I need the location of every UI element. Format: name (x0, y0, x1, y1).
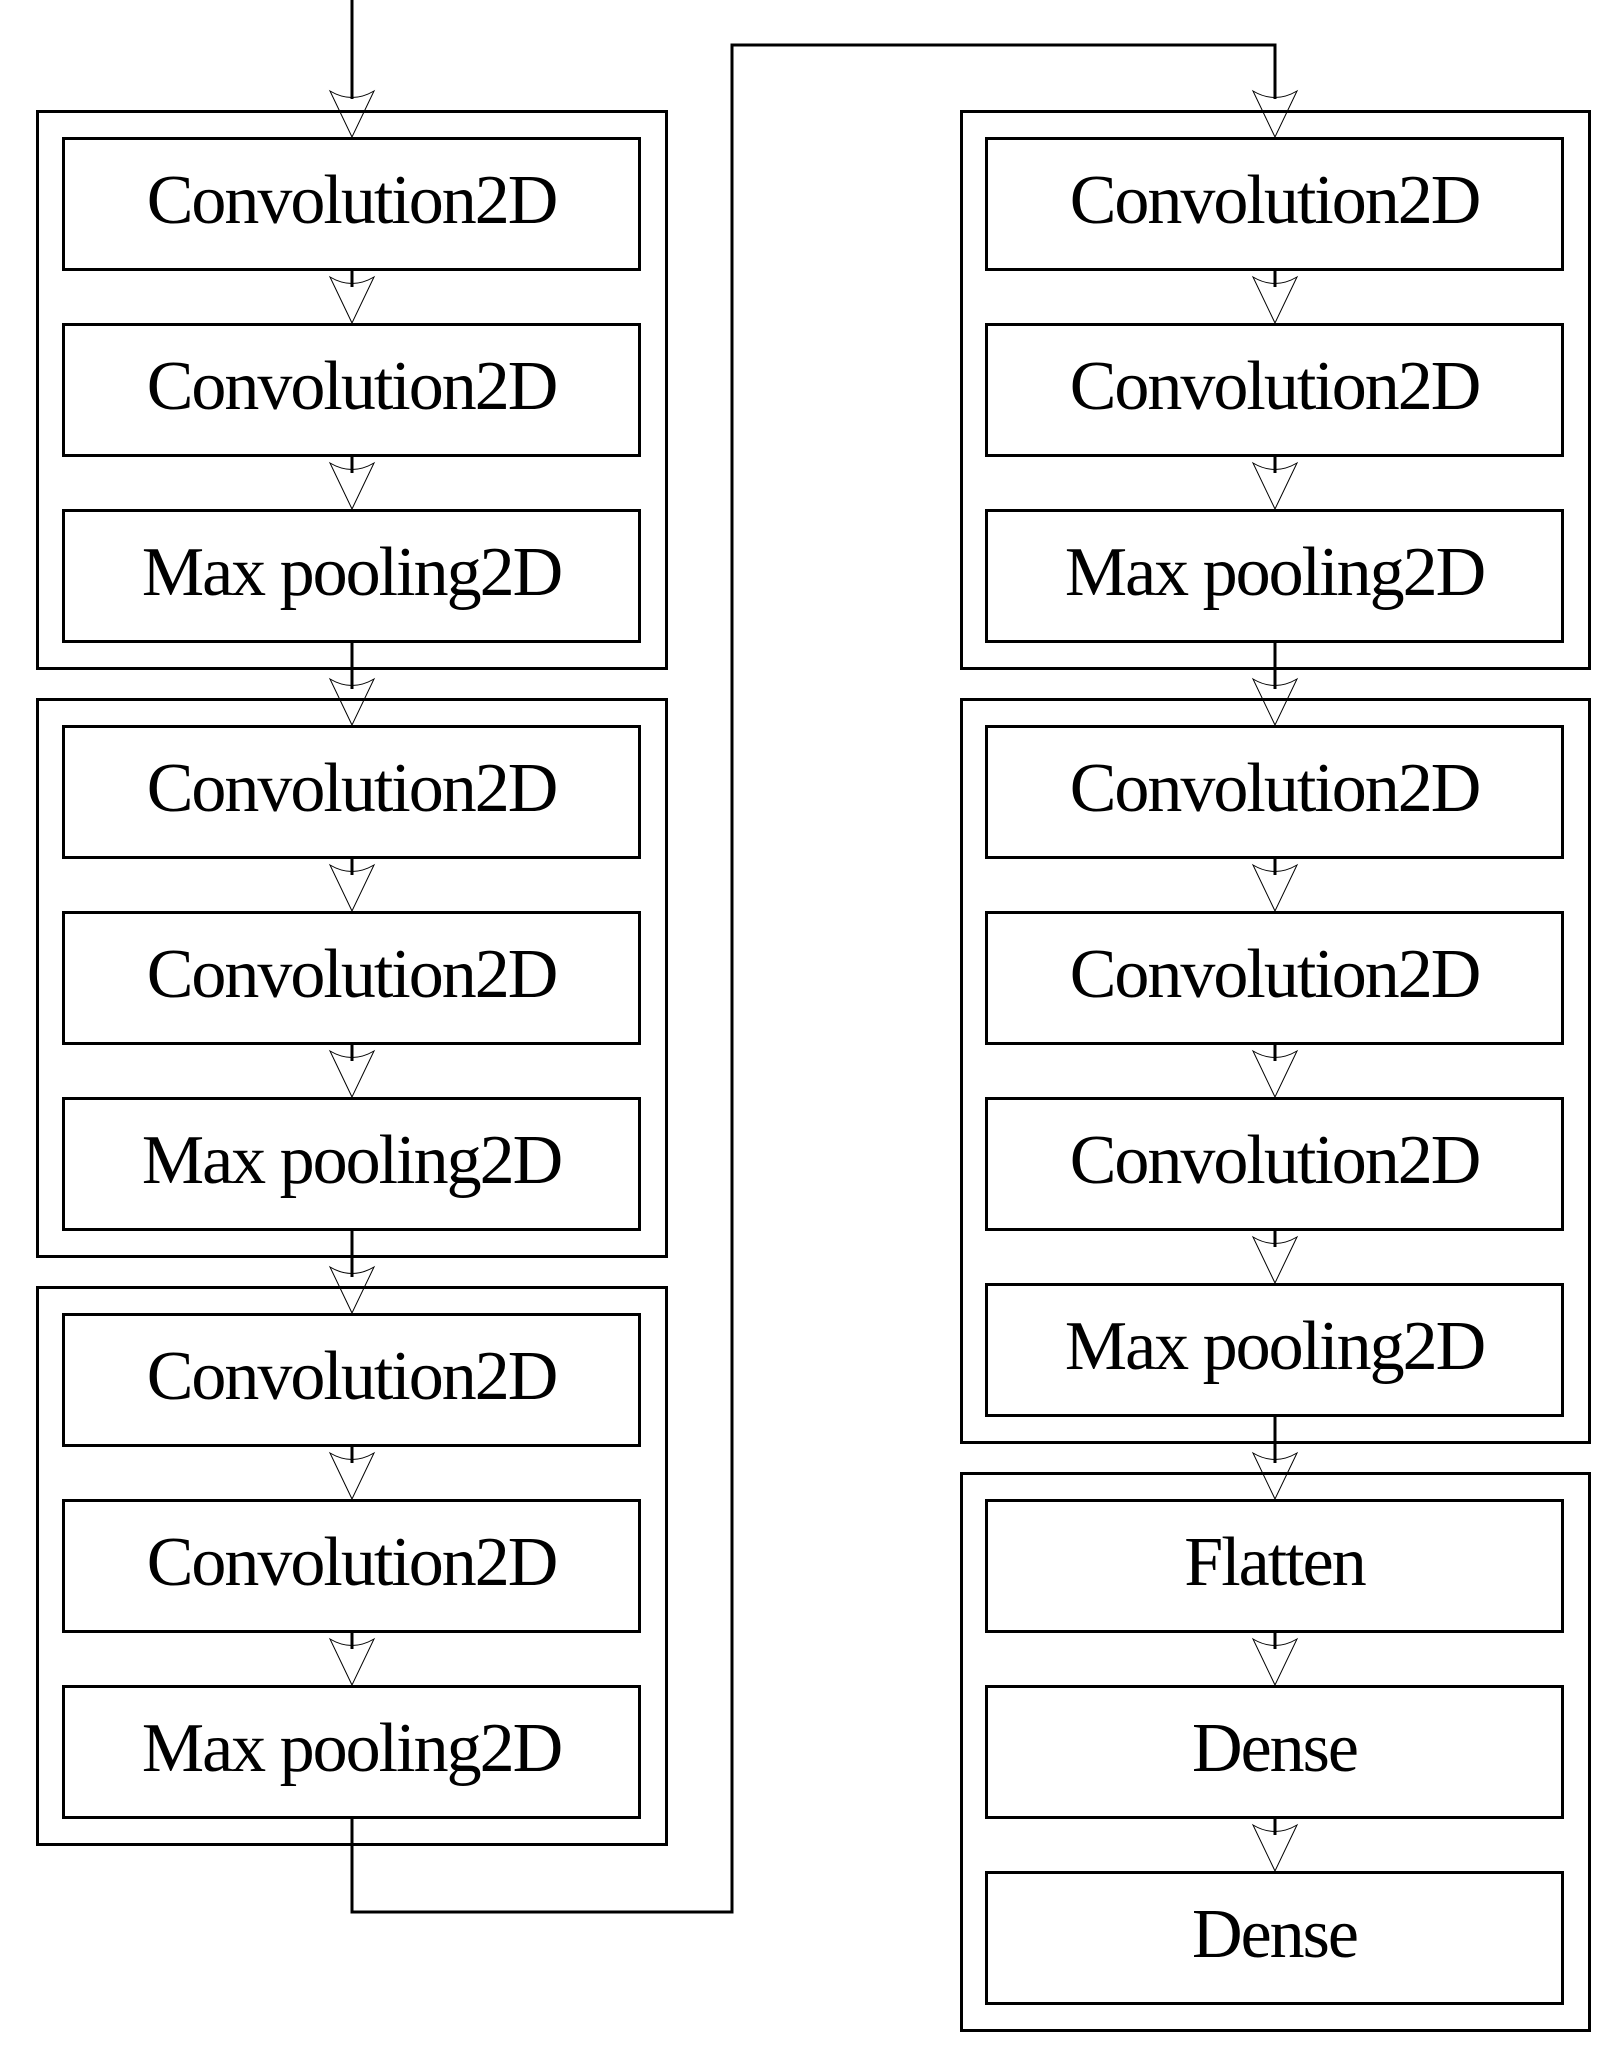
layer-label: Convolution2D (1069, 162, 1482, 239)
layer-box-convolution2d: Convolution2D (62, 1313, 641, 1447)
layer-box-convolution2d: Convolution2D (62, 911, 641, 1045)
layer-box-convolution2d: Convolution2D (985, 725, 1564, 859)
layer-label: Convolution2D (1069, 348, 1482, 425)
layer-label: Max pooling2D (1064, 1308, 1486, 1385)
layer-box-convolution2d: Convolution2D (62, 137, 641, 271)
conv-block-5: Convolution2D Convolution2D Convolution2… (960, 698, 1591, 1444)
layer-box-maxpooling2d: Max pooling2D (62, 1097, 641, 1231)
layer-label: Convolution2D (1069, 750, 1482, 827)
layer-box-flatten: Flatten (985, 1499, 1564, 1633)
layer-label: Convolution2D (146, 162, 559, 239)
layer-label: Convolution2D (146, 1524, 559, 1601)
layer-box-convolution2d: Convolution2D (62, 725, 641, 859)
layer-box-maxpooling2d: Max pooling2D (62, 509, 641, 643)
layer-label: Max pooling2D (141, 1710, 563, 1787)
layer-box-convolution2d: Convolution2D (985, 323, 1564, 457)
layer-box-convolution2d: Convolution2D (985, 911, 1564, 1045)
layer-box-dense: Dense (985, 1871, 1564, 2005)
layer-box-maxpooling2d: Max pooling2D (985, 1283, 1564, 1417)
layer-label: Dense (1192, 1896, 1359, 1973)
conv-block-4: Convolution2D Convolution2D Max pooling2… (960, 110, 1591, 670)
layer-box-maxpooling2d: Max pooling2D (62, 1685, 641, 1819)
layer-label: Max pooling2D (141, 1122, 563, 1199)
layer-label: Convolution2D (146, 750, 559, 827)
layer-label: Convolution2D (1069, 1122, 1482, 1199)
conv-block-1: Convolution2D Convolution2D Max pooling2… (36, 110, 668, 670)
conv-block-3: Convolution2D Convolution2D Max pooling2… (36, 1286, 668, 1846)
layer-label: Max pooling2D (141, 534, 563, 611)
layer-box-convolution2d: Convolution2D (985, 1097, 1564, 1231)
layer-box-maxpooling2d: Max pooling2D (985, 509, 1564, 643)
layer-box-dense: Dense (985, 1685, 1564, 1819)
layer-box-convolution2d: Convolution2D (62, 1499, 641, 1633)
classifier-block: Flatten Dense Dense (960, 1472, 1591, 2032)
layer-label: Convolution2D (1069, 936, 1482, 1013)
layer-box-convolution2d: Convolution2D (985, 137, 1564, 271)
layer-box-convolution2d: Convolution2D (62, 323, 641, 457)
layer-label: Max pooling2D (1064, 534, 1486, 611)
layer-label: Flatten (1184, 1524, 1366, 1601)
conv-block-2: Convolution2D Convolution2D Max pooling2… (36, 698, 668, 1258)
layer-label: Convolution2D (146, 1338, 559, 1415)
layer-label: Convolution2D (146, 348, 559, 425)
layer-label: Dense (1192, 1710, 1359, 1787)
layer-label: Convolution2D (146, 936, 559, 1013)
